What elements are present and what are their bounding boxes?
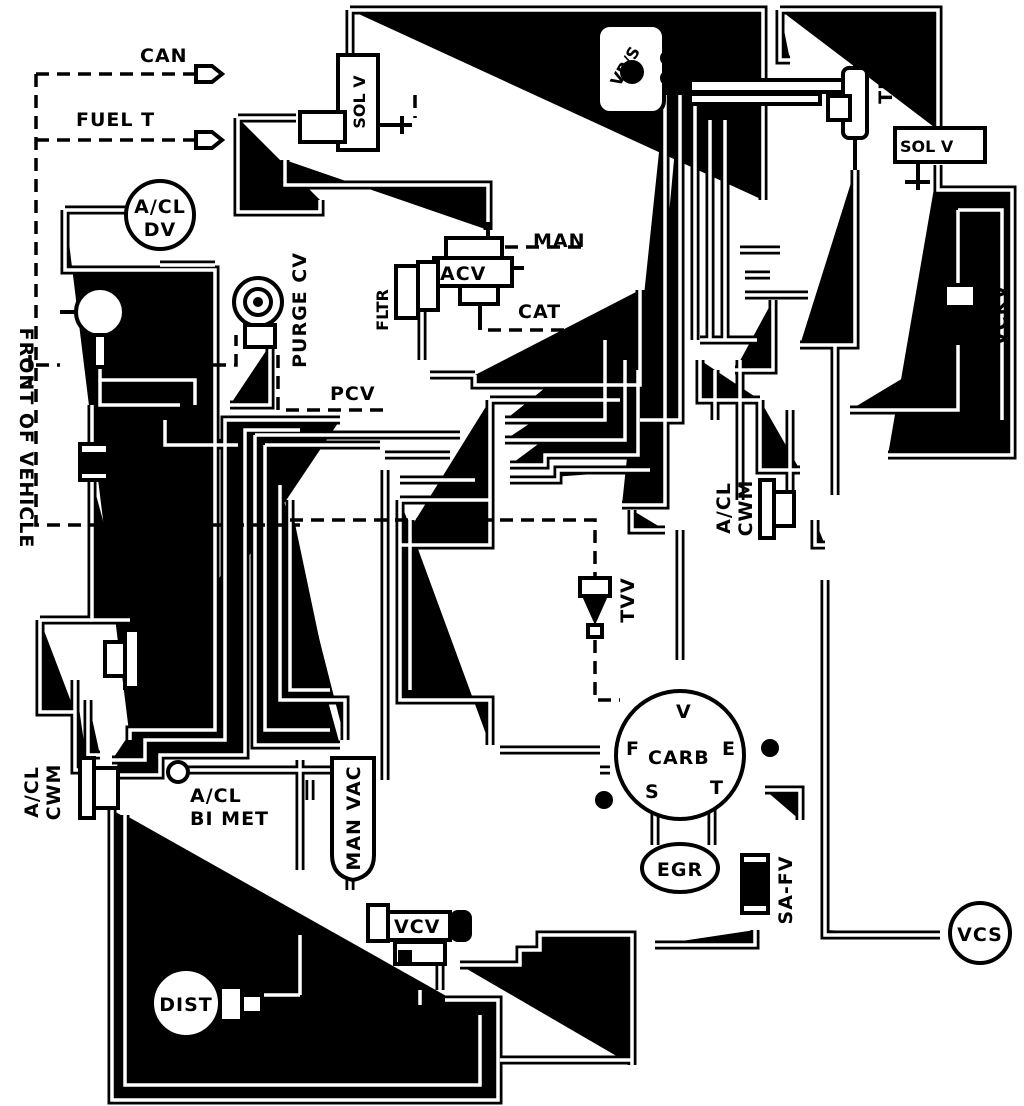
- vdv-valve: [78, 442, 110, 482]
- arrow-icon: [194, 64, 226, 150]
- label-ac-cwm-left-1: A/CL: [151, 632, 173, 684]
- label-vcv: VCV: [394, 916, 440, 938]
- label-ac-cwm-right-1: A/CL: [713, 482, 735, 534]
- ac-dv: [124, 179, 196, 251]
- purge-cv: [232, 276, 284, 349]
- label-carb-s: S: [645, 781, 660, 803]
- label-carb-v: V: [676, 701, 692, 723]
- label-carb-f: F: [626, 738, 640, 760]
- label-vdv: VDV: [119, 438, 141, 486]
- vcs: [948, 901, 1012, 965]
- label-ac-cwm-bottom-1: A/CL: [21, 766, 43, 818]
- tvv-valve: [578, 576, 612, 639]
- label-ac-cwm-bottom-2: CWM: [43, 764, 65, 821]
- label-anti-2: B/F: [172, 293, 194, 330]
- label-tvv: TVV: [617, 577, 639, 622]
- vckv-valve: [943, 283, 977, 342]
- sol-v-right: [893, 126, 987, 190]
- label-man: MAN: [533, 230, 586, 252]
- label-vcs: VCS: [957, 924, 1003, 946]
- label-sol-v-right: SOL V: [900, 137, 954, 156]
- label-vckv: VCKV: [989, 284, 1011, 346]
- label-pcv: PCV: [330, 383, 376, 405]
- label-can: CAN: [140, 45, 188, 67]
- label-carb-e: E: [722, 738, 736, 760]
- label-ac-bimet-2: BI MET: [190, 808, 269, 830]
- ac-cwm-right: [758, 478, 796, 540]
- label-man-vac: MAN VAC: [343, 765, 365, 870]
- label-anti-1: ANTI: [148, 285, 170, 340]
- ac-cwm-bottom-left: [78, 756, 120, 820]
- label-sol-v-top: SOL V: [350, 75, 369, 129]
- ac-cwm-left: [103, 628, 141, 690]
- label-ac-cwm-right-2: CWM: [735, 480, 757, 537]
- label-carb-t: T: [710, 777, 724, 799]
- label-acv: ACV: [440, 263, 486, 285]
- label-tiv: TIV: [875, 66, 897, 104]
- distributor: [150, 967, 264, 1039]
- vacuum-hoses: [40, 10, 1012, 1100]
- label-ac-dv-2: DV: [144, 219, 176, 241]
- label-vent: VENT: [506, 45, 567, 67]
- carburetor: [595, 689, 779, 821]
- vapor-lines: [28, 72, 620, 702]
- label-fltr: FLTR: [373, 289, 392, 331]
- ac-bimet: [166, 760, 190, 784]
- label-carb: CARB: [648, 747, 710, 769]
- acv-cluster: [394, 222, 524, 330]
- component-labels: CAN FUEL T VENT TIV SOL V SOL V VR/S A/C…: [15, 43, 1011, 1016]
- label-sa-fv: SA-FV: [775, 856, 797, 925]
- label-purge-cv: PURGE CV: [289, 252, 311, 368]
- vcv-valve: [366, 903, 472, 966]
- label-ac-bimet-1: A/CL: [190, 785, 242, 807]
- label-fuel-t: FUEL T: [76, 109, 155, 131]
- label-egr: EGR: [657, 859, 703, 881]
- label-front-of-vehicle: FRONT OF VEHICLE: [15, 328, 37, 549]
- label-ac-cwm-left-2: CWM: [175, 630, 197, 687]
- sol-v-top: [298, 53, 412, 152]
- label-cat: CAT: [518, 301, 561, 323]
- label-ac-dv-1: A/CL: [134, 196, 186, 218]
- label-dist: DIST: [159, 994, 213, 1016]
- egr-valve: [640, 842, 720, 894]
- tiv-valve: [826, 60, 869, 170]
- anti-bf: [60, 278, 140, 369]
- man-vac: [330, 756, 376, 883]
- sa-fv: [740, 853, 770, 915]
